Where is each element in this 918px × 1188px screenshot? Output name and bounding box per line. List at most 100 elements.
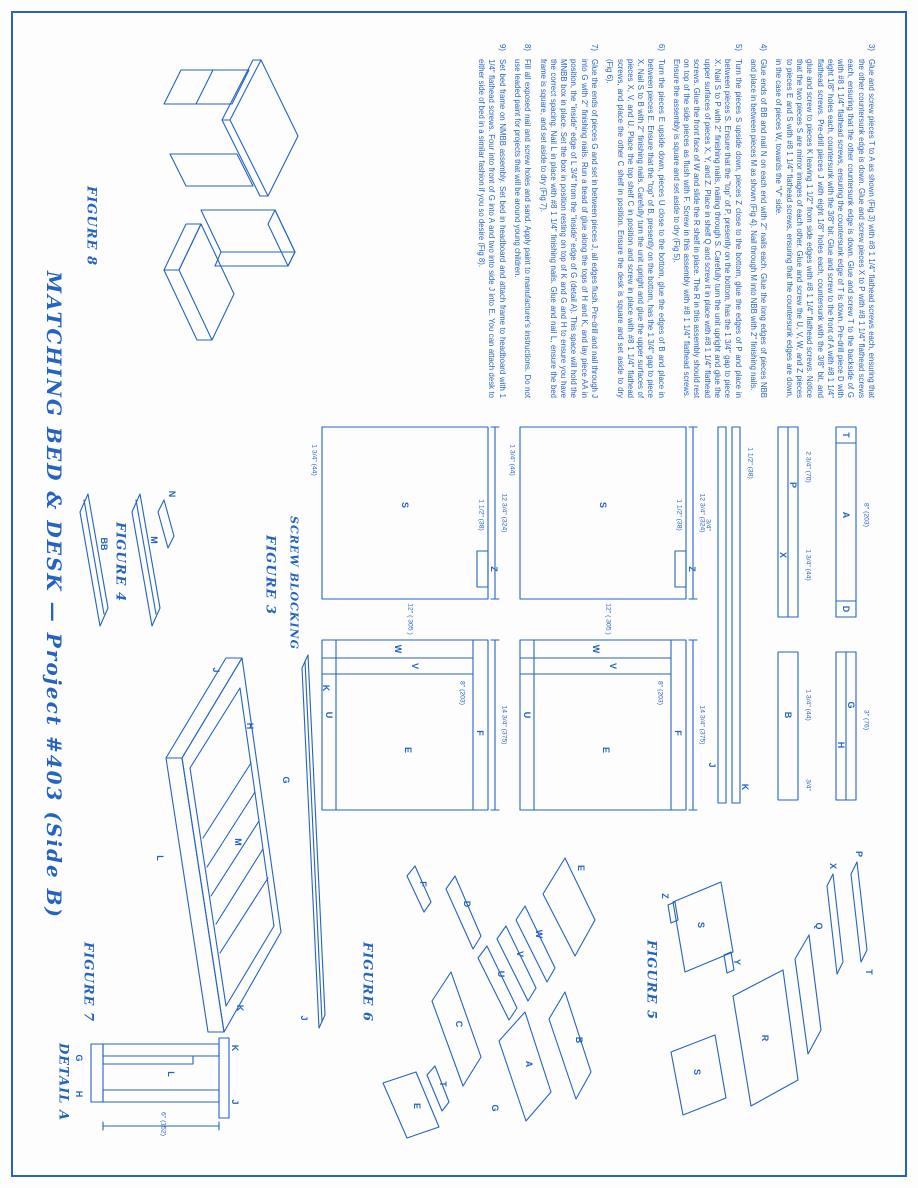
part-letter: B xyxy=(783,711,793,719)
part-letter: K xyxy=(235,1004,245,1012)
step-text: Glue and screw pieces T to A as shown (F… xyxy=(774,59,876,398)
step-number: 3) xyxy=(867,44,876,51)
instruction-step-4: 4) Glue ends of BB and nail N on each en… xyxy=(748,44,769,398)
rotated-plan-content: 3) Glue and screw pieces T to A as shown… xyxy=(40,40,878,1148)
dimension-label: 12" ( 305 ) xyxy=(406,603,414,635)
part-letter: K xyxy=(321,684,331,692)
instruction-step-9: 9) Set bed frame on NMBB assembly. Set b… xyxy=(476,44,507,398)
dimension-label: 1 3/4" (44) xyxy=(310,444,318,476)
part-letter: B xyxy=(574,1036,584,1044)
dimension-label: 14 3/4" (375) xyxy=(500,705,508,745)
part-letter: M xyxy=(233,838,243,846)
instructions-column: 3) Glue and screw pieces T to A as shown… xyxy=(471,44,876,398)
part-letter: H xyxy=(245,722,255,730)
part-letter: E xyxy=(576,864,586,872)
part-letter: Z xyxy=(660,893,670,899)
part-letter: P xyxy=(788,481,798,489)
part-letter: A xyxy=(524,1060,534,1068)
part-letter: Q xyxy=(814,922,824,930)
step-text: Turn the pieces S upside down, pieces Z … xyxy=(671,59,743,398)
part-letter: Y xyxy=(732,958,742,966)
part-letter: C xyxy=(454,1020,464,1028)
step-number: 6) xyxy=(656,44,666,51)
part-letter: P xyxy=(854,850,864,858)
part-letter: L xyxy=(155,855,165,861)
step-text: Turn the pieces E upside down, pieces U … xyxy=(605,59,666,398)
part-letter: D xyxy=(841,605,851,613)
part-letter: F xyxy=(418,881,428,887)
step-text: Glue the ends of pieces G and set in bet… xyxy=(538,59,599,398)
part-letter: T xyxy=(841,432,851,438)
part-letter: W xyxy=(591,644,601,654)
part-letter: J xyxy=(299,1015,309,1021)
dimension-label: 1 3/4" (44) xyxy=(804,549,812,581)
part-letter: M xyxy=(149,536,159,544)
figure-8: FIGURE 8 xyxy=(73,48,333,348)
part-letter: X xyxy=(778,551,788,559)
part-letter: E xyxy=(601,746,611,754)
part-letter: S xyxy=(400,501,410,509)
part-letter: V xyxy=(515,950,525,958)
dimension-label: 14 3/4" (375) xyxy=(698,705,706,745)
step-number: 7) xyxy=(589,44,599,51)
figure-8-label: FIGURE 8 xyxy=(83,185,99,267)
figure-5-label: FIGURE 5 xyxy=(643,939,659,1021)
instruction-step-6: 6) Turn the pieces E upside down, pieces… xyxy=(604,44,666,398)
step-number: 4) xyxy=(759,44,769,51)
dimension-label: 1 3/4" (44) xyxy=(804,689,812,721)
figure-8-drawing xyxy=(163,59,299,341)
step-text: Fill all exposed nail and screw holes an… xyxy=(513,59,533,398)
part-letter: K xyxy=(740,783,750,791)
part-letter: U xyxy=(496,970,506,978)
step-number: 5) xyxy=(733,44,743,51)
part-letter: D xyxy=(462,900,472,908)
part-letter: T xyxy=(864,969,874,975)
instruction-step-8: 8) Fill all exposed nail and screw holes… xyxy=(512,44,533,398)
part-letter: V xyxy=(608,662,618,670)
part-letter: A xyxy=(841,511,851,519)
part-letter: N xyxy=(167,490,177,498)
step-text: Set bed frame on NMBB assembly. Set bed … xyxy=(477,59,507,398)
dimension-label: 8" (203) xyxy=(862,503,870,527)
part-letter: Z xyxy=(687,566,697,572)
part-letter: E xyxy=(403,746,413,754)
dimension-label: 8" (203) xyxy=(458,681,466,705)
figure-3-drawing xyxy=(321,426,857,811)
detail-a-label: DETAIL A xyxy=(55,1042,71,1122)
part-letter: E xyxy=(412,1102,422,1110)
part-letter: L xyxy=(166,1071,176,1077)
dimension-label: 1 1/2" (38) xyxy=(477,499,485,531)
part-letter: R xyxy=(760,1034,770,1042)
part-letter: W xyxy=(534,929,544,939)
figure-6-drawing xyxy=(382,857,596,1139)
part-letter: W xyxy=(393,644,403,654)
step-text: Glue ends of BB and nail N on each end w… xyxy=(748,59,769,398)
figure-5-drawing xyxy=(667,861,868,1116)
part-letter: G xyxy=(846,701,856,709)
part-letter: S xyxy=(696,921,706,929)
dimension-label: 2 3/4" (70) xyxy=(804,451,812,483)
figure-3-label: FIGURE 3 xyxy=(262,534,278,616)
instruction-step-5: 5) Turn the pieces S upside down, pieces… xyxy=(671,44,743,398)
instruction-step-3: 3) Glue and screw pieces T to A as shown… xyxy=(773,44,876,398)
figure-7-label: FIGURE 7 xyxy=(80,941,96,1023)
dimension-label: 3/4" xyxy=(704,519,712,531)
part-letter: K xyxy=(230,1044,240,1052)
figure-7-drawing xyxy=(165,654,326,1033)
dimension-label: 8" (203) xyxy=(656,681,664,705)
part-letter: G xyxy=(490,1104,500,1112)
part-letter: S xyxy=(692,1068,702,1076)
part-letter: J xyxy=(211,667,221,673)
dimension-label: 12" ( 305 ) xyxy=(604,603,612,635)
dimension-label: 12 3/4" (324) xyxy=(500,493,508,533)
dimension-label: 12 3/4" (324) xyxy=(698,493,706,533)
part-letter: F xyxy=(673,730,683,736)
dimension-label: 3/4" xyxy=(804,779,812,791)
dimension-label: 1 1/2" (38) xyxy=(675,499,683,531)
part-letter: Z xyxy=(489,566,499,572)
part-letter: G xyxy=(74,1054,84,1062)
